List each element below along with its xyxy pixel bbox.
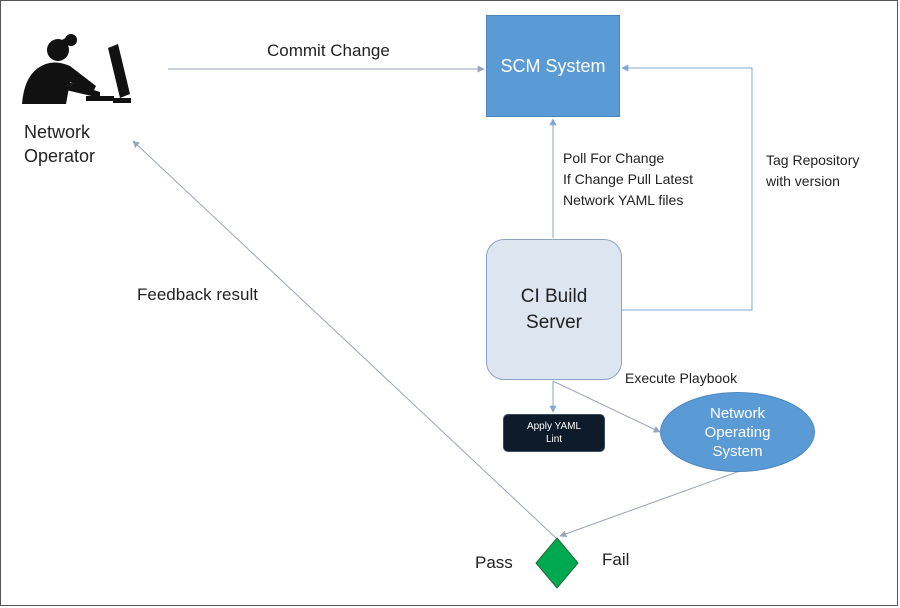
tag-repository-label: Tag Repository with version	[766, 150, 859, 192]
ci-build-server-box: CI Build Server	[486, 239, 622, 380]
person-at-computer-icon	[22, 34, 131, 104]
scm-system-label: SCM System	[500, 55, 606, 76]
tag-line-2: with version	[766, 173, 840, 189]
decision-diamond	[535, 537, 579, 589]
lint-line-1: Apply YAML	[526, 421, 582, 432]
operator-line-1: Network	[24, 122, 91, 142]
nos-line-1: Network	[709, 404, 765, 422]
ci-line-1: CI Build	[520, 285, 588, 307]
nos-to-decision-arrow	[559, 470, 741, 538]
commit-change-label: Commit Change	[267, 41, 390, 60]
nos-line-2: Operating	[704, 423, 771, 441]
pass-label: Pass	[475, 553, 513, 572]
network-operating-system-ellipse: Network Operating System	[660, 392, 815, 472]
lint-line-2: Lint	[545, 434, 563, 445]
nos-line-3: System	[712, 442, 763, 460]
scm-system-box: SCM System	[486, 15, 620, 117]
tag-arrow	[621, 64, 753, 311]
poll-label: Poll For Change If Change Pull Latest Ne…	[563, 148, 693, 211]
ci-line-2: Server	[526, 311, 582, 333]
execute-arrow	[552, 380, 661, 433]
feedback-arrow	[132, 140, 557, 539]
poll-line-2: If Change Pull Latest	[563, 171, 693, 187]
tag-line-1: Tag Repository	[766, 152, 860, 168]
execute-playbook-label: Execute Playbook	[625, 370, 738, 386]
poll-line-1: Poll For Change	[563, 150, 665, 166]
poll-line-3: Network YAML files	[563, 192, 684, 208]
fail-label: Fail	[602, 550, 630, 569]
operator-line-2: Operator	[24, 146, 96, 166]
feedback-result-label: Feedback result	[137, 285, 258, 304]
apply-yaml-lint-box: Apply YAML Lint	[503, 414, 605, 452]
network-operator-label: Network Operator	[24, 120, 95, 168]
